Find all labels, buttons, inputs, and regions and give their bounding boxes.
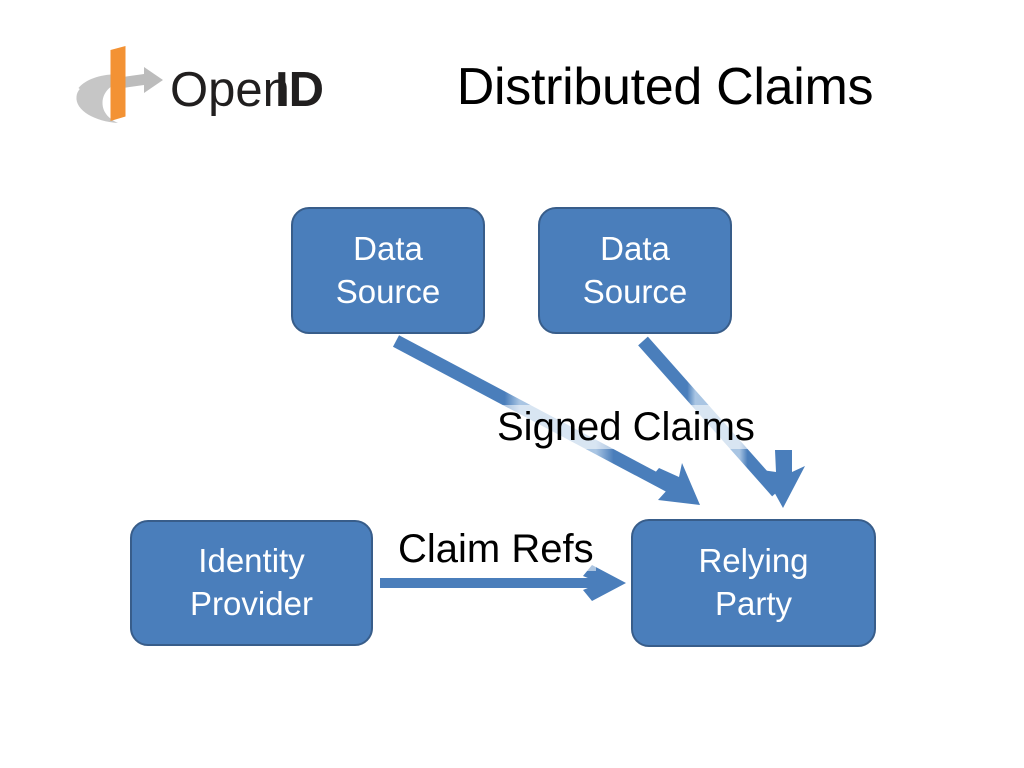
node-label-line2: Source (335, 272, 441, 310)
openid-bar-icon (110, 46, 126, 121)
node-label-line1: Identity (198, 542, 305, 580)
node-identity-provider[interactable]: Identity Provider (130, 520, 373, 646)
node-label-line2: Party (714, 585, 793, 622)
node-relying-party[interactable]: Relying Party (631, 519, 876, 647)
node-label-line2: Provider (190, 585, 313, 622)
page-title: Distributed Claims (456, 58, 874, 116)
openid-wordmark-id: ID (275, 63, 324, 117)
openid-arc-icon (76, 67, 163, 123)
node-data-source-1[interactable]: Data Source (291, 207, 485, 334)
openid-logo: Open ID (62, 44, 342, 136)
node-label-line1: Relying (698, 542, 809, 580)
edge-label-signed-claims: Signed Claims (495, 405, 757, 449)
node-label-line2: Source (582, 272, 688, 310)
node-label-line1: Data (600, 229, 670, 267)
openid-wordmark-open: Open (170, 63, 290, 117)
node-data-source-2[interactable]: Data Source (538, 207, 732, 334)
edge-label-claim-refs: Claim Refs (396, 527, 596, 571)
node-label-line1: Data (353, 229, 423, 267)
